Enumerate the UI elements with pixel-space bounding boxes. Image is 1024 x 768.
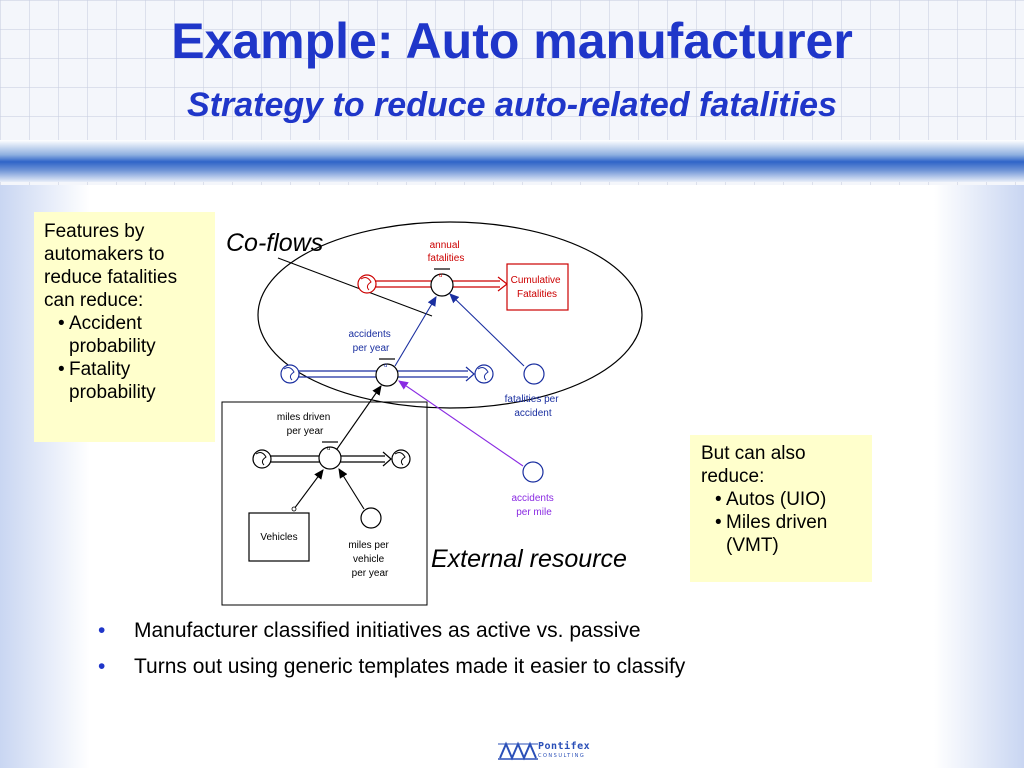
fatalities-per-accident-auxiliary bbox=[523, 363, 545, 385]
vehicles-stock bbox=[248, 512, 310, 562]
left-callout-list: Accident probability Fatality probabilit… bbox=[44, 312, 209, 404]
miles-per-vehicle-auxiliary bbox=[360, 507, 382, 529]
external-resource-label: External resource bbox=[431, 545, 627, 573]
cumulative-fatalities-stock bbox=[506, 263, 569, 311]
cloud-icon bbox=[357, 274, 377, 294]
bullet-item: Manufacturer classified initiatives as a… bbox=[96, 613, 685, 649]
right-callout-list: Autos (UIO) Miles driven (VMT) bbox=[701, 488, 866, 557]
right-callout: But can also reduce: Autos (UIO) Miles d… bbox=[690, 435, 872, 582]
co-flows-leader bbox=[277, 257, 433, 317]
uo-mark: u bbox=[384, 363, 387, 369]
miles-driven-per-year-label: miles driven per year bbox=[277, 412, 333, 437]
uo-mark: u bbox=[327, 446, 330, 452]
link-accident-rate-to-accidents bbox=[398, 380, 524, 467]
vehicles-label: Vehicles bbox=[260, 532, 297, 543]
cloud-icon bbox=[280, 364, 300, 384]
accidents-per-year-label: accidents per year bbox=[348, 329, 393, 354]
link-miles-to-accidents bbox=[336, 385, 382, 450]
miles-per-vehicle-label: miles per vehicle per year bbox=[348, 540, 391, 579]
annual-fatalities-valve bbox=[430, 273, 454, 297]
link-accidents-to-fatalities bbox=[394, 296, 437, 367]
co-flows-label: Co-flows bbox=[226, 229, 324, 257]
slide-subtitle: Strategy to reduce auto-related fataliti… bbox=[187, 86, 837, 124]
left-callout-intro: Features by automakers to reduce fatalit… bbox=[44, 221, 178, 311]
logo-name: Pontifex bbox=[538, 741, 591, 752]
accidents-per-year-valve bbox=[375, 363, 399, 387]
left-callout-item: Accident probability bbox=[44, 312, 209, 358]
accidents-per-mile-label: accidents per mile bbox=[511, 493, 556, 518]
slide-title: Example: Auto manufacturer bbox=[171, 13, 853, 69]
pontifex-logo-icon bbox=[498, 741, 538, 761]
cloud-icon bbox=[391, 449, 411, 469]
fatalities-per-accident-label: fatalities per accident bbox=[505, 394, 562, 419]
right-callout-item: Miles driven (VMT) bbox=[701, 511, 866, 557]
external-resource-box bbox=[221, 401, 428, 606]
right-callout-intro: But can also reduce: bbox=[701, 443, 806, 487]
bullet-item: Turns out using generic templates made i… bbox=[96, 649, 685, 685]
cumulative-fatalities-label: Cumulative Fatalities bbox=[511, 275, 564, 300]
cloud-icon bbox=[474, 364, 494, 384]
bullet-list: Manufacturer classified initiatives as a… bbox=[96, 613, 685, 685]
miles-driven-valve bbox=[318, 446, 342, 470]
annual-fatalities-label: annual fatalities bbox=[428, 240, 465, 264]
accidents-per-mile-auxiliary bbox=[522, 461, 544, 483]
header-band bbox=[0, 140, 1024, 182]
logo-subtitle: CONSULTING bbox=[538, 753, 586, 759]
cloud-icon bbox=[252, 449, 272, 469]
link-vehicles-to-miles bbox=[293, 469, 324, 510]
co-flows-boundary bbox=[257, 221, 643, 409]
link-mpv-to-miles bbox=[338, 468, 365, 510]
left-callout-item: Fatality probability bbox=[44, 358, 209, 404]
uo-mark: u bbox=[439, 273, 442, 279]
right-callout-item: Autos (UIO) bbox=[701, 488, 866, 511]
left-callout: Features by automakers to reduce fatalit… bbox=[34, 212, 215, 442]
link-fatality-rate-to-fatalities bbox=[449, 293, 525, 367]
link-origin bbox=[291, 506, 297, 512]
